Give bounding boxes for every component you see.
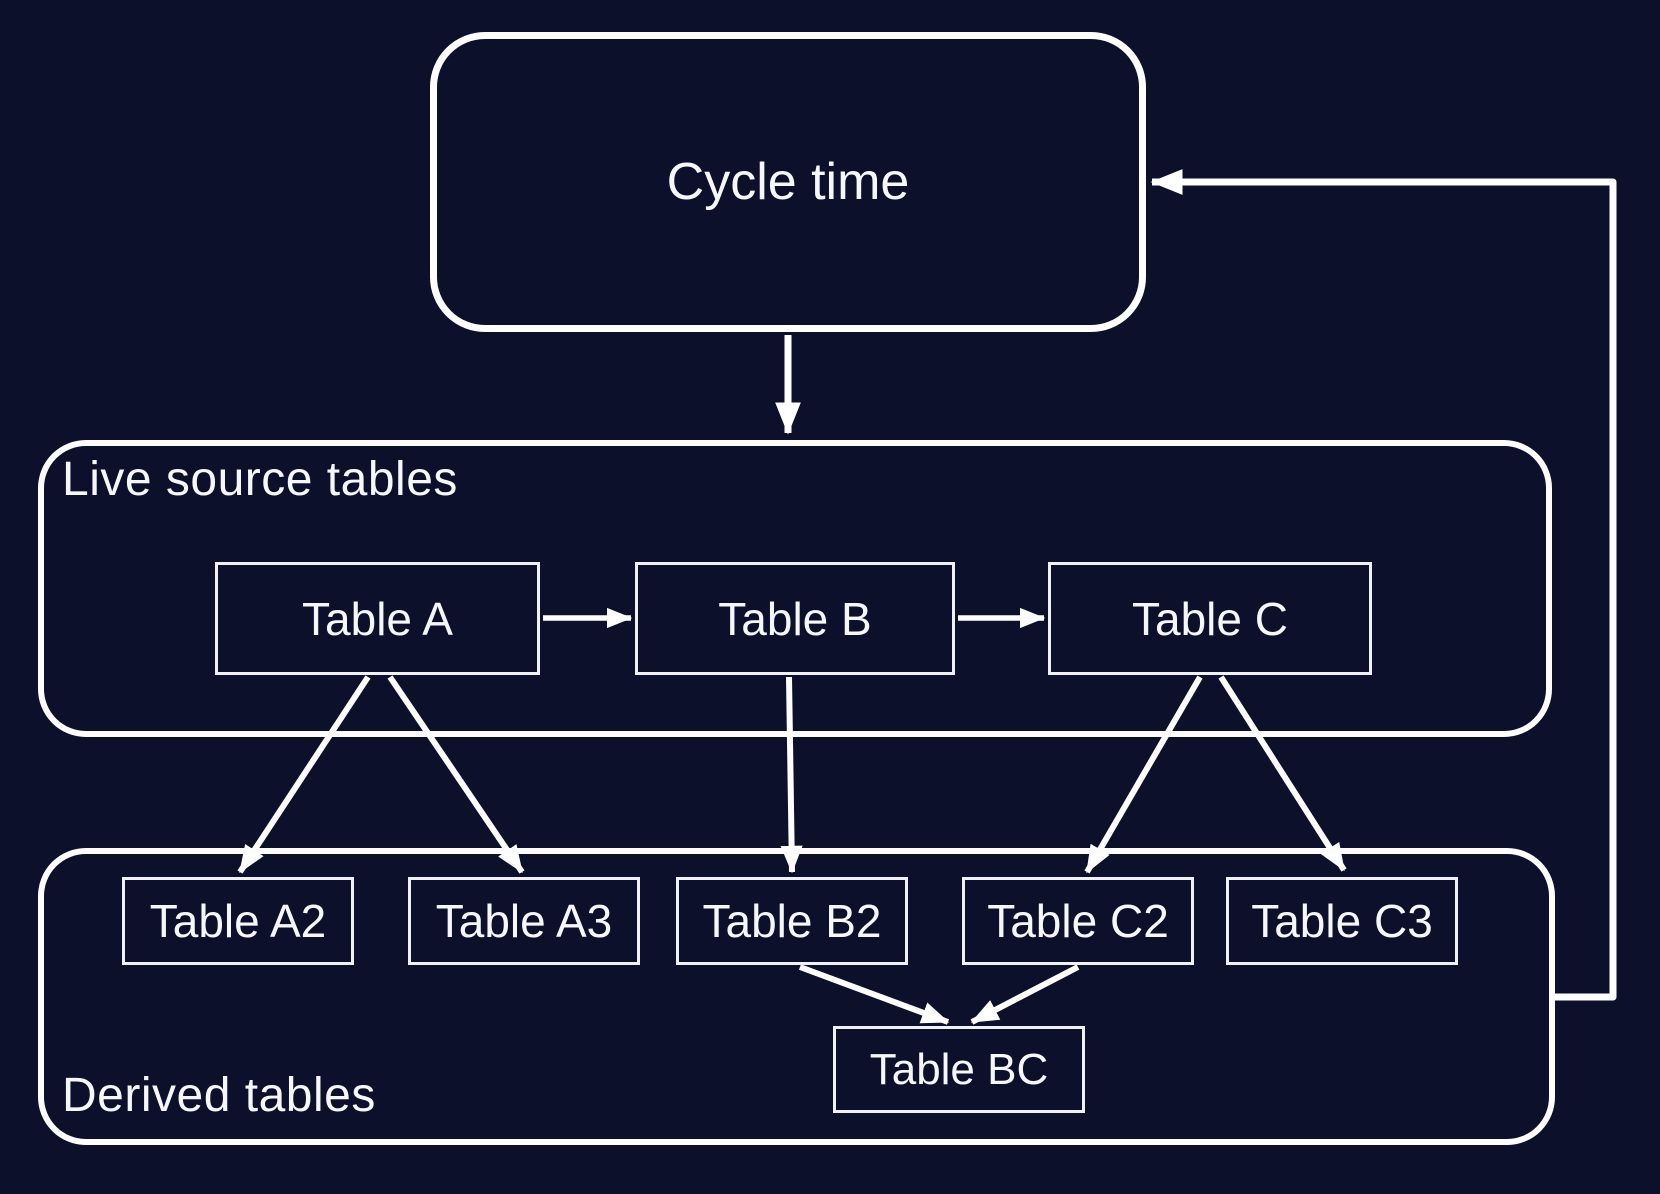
table-a3-label: Table A3 <box>435 895 613 947</box>
live-source-tables-group-label: Live source tables <box>62 453 458 506</box>
table-a-node: Table A <box>215 562 540 675</box>
derived-tables-group-label: Derived tables <box>62 1069 376 1122</box>
table-c-label: Table C <box>1132 592 1288 645</box>
cycle-time-node: Cycle time <box>430 32 1146 332</box>
live-source-tables-group <box>38 440 1552 737</box>
table-a2-label: Table A2 <box>149 895 327 947</box>
cycle-time-label: Cycle time <box>666 153 910 211</box>
table-c2-label: Table C2 <box>987 895 1169 947</box>
table-b-node: Table B <box>635 562 955 675</box>
table-a3-node: Table A3 <box>408 877 640 965</box>
table-bc-label: Table BC <box>869 1044 1049 1094</box>
table-b2-node: Table B2 <box>676 877 908 965</box>
table-c2-node: Table C2 <box>962 877 1194 965</box>
table-c3-label: Table C3 <box>1251 895 1433 947</box>
table-b-label: Table B <box>718 592 872 645</box>
table-a2-node: Table A2 <box>122 877 354 965</box>
table-b2-label: Table B2 <box>702 895 882 947</box>
table-c-node: Table C <box>1048 562 1372 675</box>
table-bc-node: Table BC <box>833 1026 1085 1113</box>
derived-tables-group <box>38 848 1555 1145</box>
table-c3-node: Table C3 <box>1226 877 1458 965</box>
table-a-label: Table A <box>302 592 453 645</box>
